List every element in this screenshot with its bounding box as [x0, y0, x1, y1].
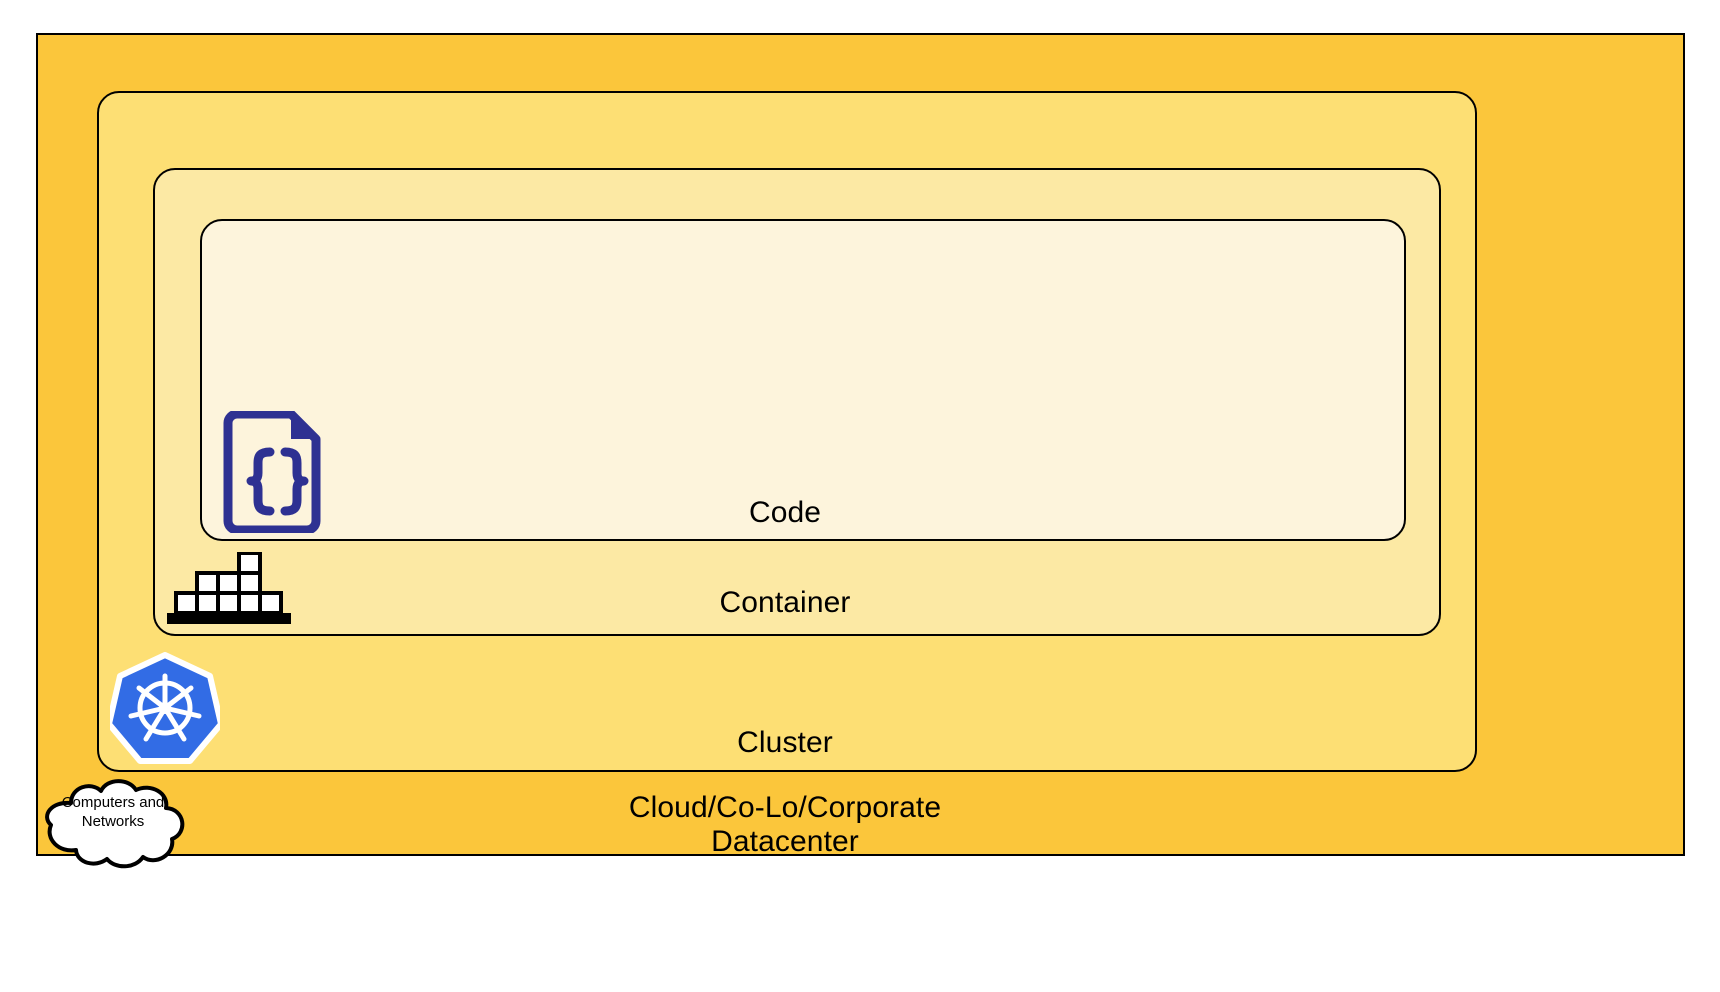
layer-label-cluster: Cluster [737, 726, 833, 759]
layer-label-datacenter: Cloud/Co-Lo/Corporate Datacenter [628, 791, 942, 858]
container-stack-icon [167, 552, 291, 624]
kubernetes-icon [110, 652, 220, 764]
computers-networks-cloud[interactable] [33, 775, 193, 869]
code-file-icon [223, 411, 321, 533]
layer-label-code: Code [748, 496, 822, 529]
layer-label-container: Container [719, 586, 851, 619]
layer-code[interactable] [200, 219, 1406, 541]
